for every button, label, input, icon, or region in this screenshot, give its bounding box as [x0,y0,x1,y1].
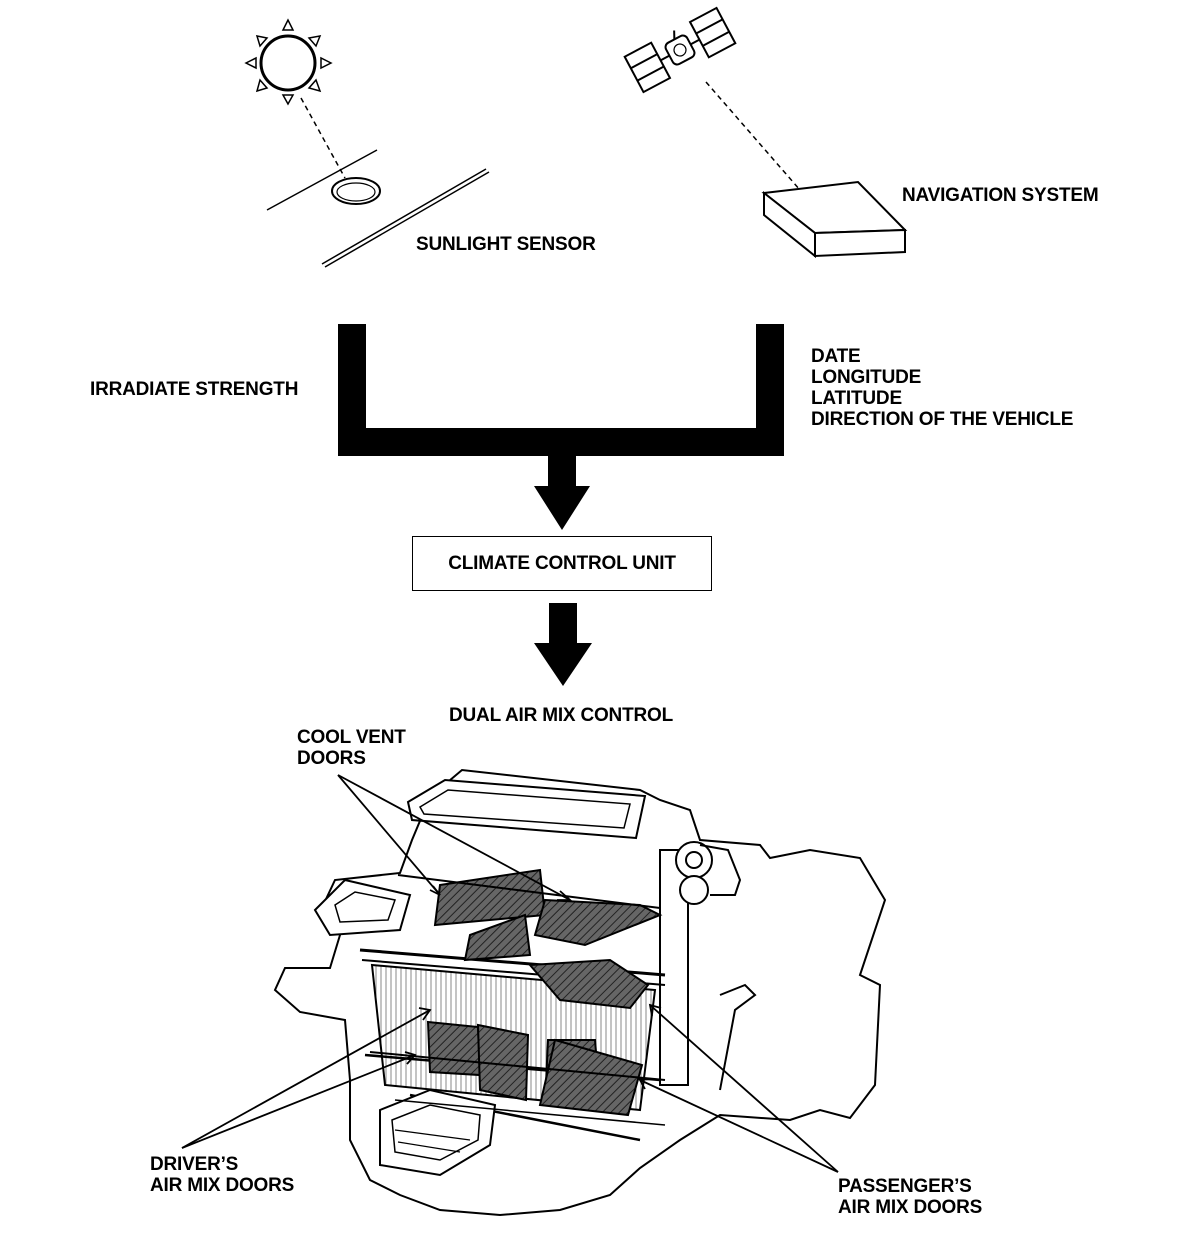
drivers-air-mix-doors-line-2: AIR MIX DOORS [150,1175,295,1196]
satellite-signal-line [705,81,801,191]
passengers-air-mix-doors-label: PASSENGER’S AIR MIX DOORS [838,1176,982,1218]
drivers-air-mix-doors-line-1: DRIVER’S [150,1154,239,1175]
navigation-unit-icon [761,180,908,259]
signal-flow-bracket [338,324,784,530]
sunlight-sensor-label: SUNLIGHT SENSOR [416,234,596,255]
navigation-system-label: NAVIGATION SYSTEM [902,185,1099,206]
cool-vent-doors-line-1: COOL VENT [297,727,406,748]
hvac-unit-illustration [273,768,887,1217]
leader-lines [181,774,839,1173]
passengers-air-mix-doors-line-2: AIR MIX DOORS [838,1197,983,1218]
cool-vent-doors-label: COOL VENT DOORS [297,727,406,769]
irradiate-strength-label: IRRADIATE STRENGTH [90,379,299,400]
navigation-data-latitude: LATITUDE [811,388,902,409]
cool-vent-doors-line-2: DOORS [297,748,366,769]
drivers-air-mix-doors-label: DRIVER’S AIR MIX DOORS [150,1154,294,1196]
dual-air-mix-control-label: DUAL AIR MIX CONTROL [449,705,673,726]
sun-ray-line [300,97,346,179]
passengers-air-mix-doors-line-1: PASSENGER’S [838,1176,972,1197]
flow-arrow-down [534,603,592,686]
climate-control-unit-label: CLIMATE CONTROL UNIT [448,552,676,574]
navigation-data-list: DATE LONGITUDE LATITUDE DIRECTION OF THE… [811,346,1073,430]
climate-control-unit-box: CLIMATE CONTROL UNIT [412,536,712,591]
navigation-data-date: DATE [811,346,861,367]
satellite-icon [623,6,737,94]
navigation-data-direction: DIRECTION OF THE VEHICLE [811,409,1074,430]
navigation-data-longitude: LONGITUDE [811,367,922,388]
sunlight-sensor-icon [266,149,490,268]
sun-icon [244,18,333,106]
